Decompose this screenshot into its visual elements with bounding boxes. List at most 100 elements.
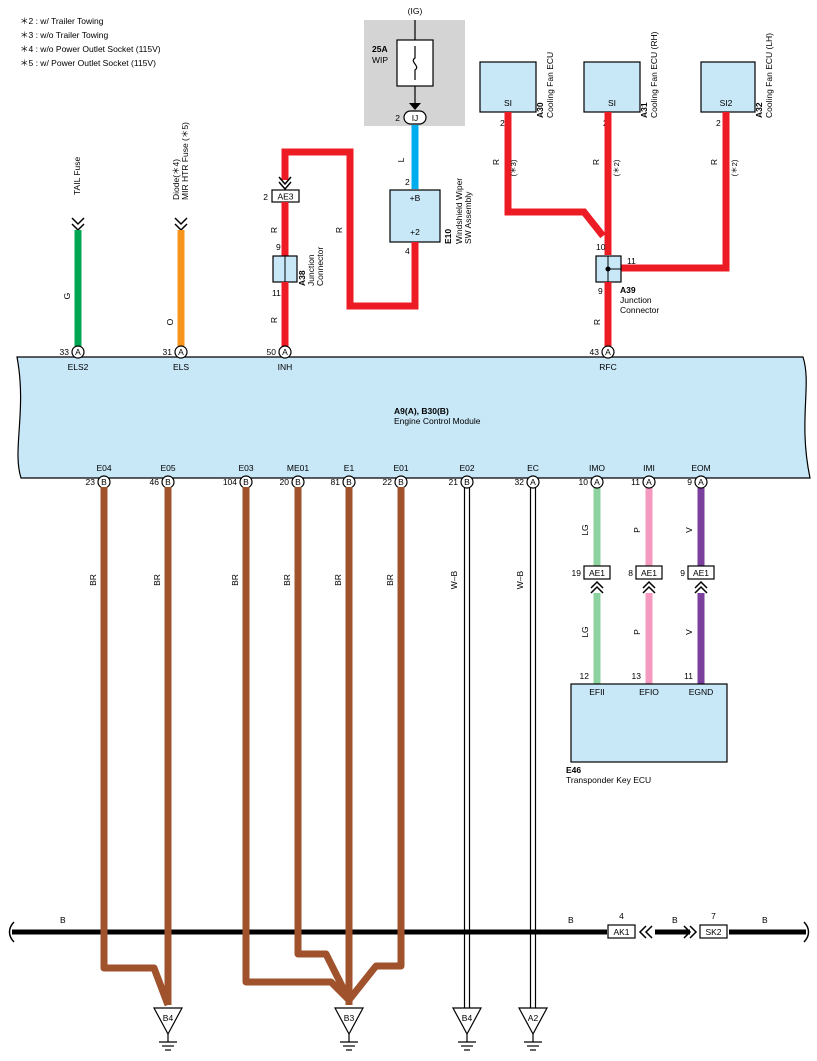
pin-circle	[460, 475, 474, 489]
ecm-pin-number: 9	[687, 477, 692, 487]
connector-ij-label: IJ	[412, 113, 419, 123]
ground-triangle	[333, 1007, 365, 1036]
wire-label-br: BR	[385, 574, 395, 586]
junction-dot-icon	[605, 266, 611, 272]
fan-name: Cooling Fan ECU	[545, 52, 555, 118]
plug-icon	[638, 925, 653, 939]
connector-sk2-label: SK2	[705, 927, 721, 937]
ecm-pin-number: 50	[267, 347, 277, 357]
ecm-pin-number: 33	[60, 347, 70, 357]
pin-connector-letter: A	[282, 347, 288, 357]
pin-connector-letter: A	[698, 477, 704, 487]
transponder-term: EGND	[689, 687, 714, 697]
wire-label-g: G	[62, 293, 72, 300]
connector-ae1	[635, 565, 663, 580]
ecm-pin-number: 21	[449, 477, 459, 487]
ecm-pin-number: 104	[223, 477, 237, 487]
wire-label-o: O	[165, 318, 175, 325]
ecm-terminal: ELS2	[68, 362, 89, 372]
transponder-term: EFIO	[639, 687, 659, 697]
mir-fuse-label: MIR HTR Fuse (＊5)	[180, 122, 190, 200]
ecm-terminal: E1	[344, 463, 355, 473]
connector-sk2	[699, 924, 728, 939]
ecm-terminal: IMI	[643, 463, 655, 473]
wire-label-br: BR	[282, 574, 292, 586]
wiper-pin-top-num: 2	[405, 177, 410, 187]
bus-wire-label: B	[568, 915, 574, 925]
ground-merge-wires	[100, 487, 405, 1007]
wire-label-r: R	[491, 159, 501, 165]
transponder-pin: 11	[684, 671, 693, 681]
plug-icon	[590, 580, 604, 594]
a38-pin-top: 9	[276, 242, 281, 252]
pin-circle	[590, 475, 604, 489]
pin-connector-letter: B	[398, 477, 404, 487]
ae1-pin: 19	[572, 568, 582, 578]
ecm-bottom-pins: E04B23E05B46E03B104ME01B20E1B81E01B22E02…	[86, 463, 711, 489]
pin-circle	[694, 475, 708, 489]
ecm-terminal: E05	[160, 463, 175, 473]
pin-connector-letter: B	[464, 477, 470, 487]
wire-label-r: R	[269, 317, 279, 323]
wire-label: V	[684, 527, 694, 533]
note: ＊5 : w/ Power Outlet Socket (115V)	[20, 58, 156, 68]
connector-ij	[403, 110, 427, 125]
a39-pin-bottom: 9	[598, 286, 603, 296]
a39-id: A39	[620, 285, 636, 295]
fan-name: Cooling Fan ECU (RH)	[649, 31, 659, 118]
wire-label: V	[684, 629, 694, 635]
pin-circle	[601, 345, 615, 359]
plug-icon	[694, 580, 708, 594]
connector-ae1-label: AE1	[641, 568, 657, 578]
ecm-name: Engine Control Module	[394, 416, 481, 426]
transponder-box	[570, 683, 728, 763]
ecm-pin-number: 11	[631, 477, 640, 487]
wiper-name-2: SW Assembly	[463, 191, 473, 244]
fuse-block: (IG) 25A WIP IJ 2	[364, 6, 465, 126]
junction-a39: 10 11 9 A39 Junction Connector	[595, 242, 659, 315]
wiper-pin-2: +2	[410, 227, 420, 237]
fuse-name: WIP	[372, 55, 388, 65]
pin-connector-letter: B	[295, 477, 301, 487]
pin-connector-letter: B	[101, 477, 107, 487]
wire-label: LG	[580, 626, 590, 637]
ecm-terminal: EOM	[691, 463, 710, 473]
plug-icon	[71, 217, 85, 232]
ground-label: B3	[344, 1013, 355, 1023]
ecm-pin-number: 20	[280, 477, 290, 487]
transponder-pin: 13	[632, 671, 642, 681]
wiper-switch: 2 +B +2 4 E10 Windshield Wiper SW Assemb…	[389, 177, 473, 256]
fan-id: A31	[639, 102, 649, 118]
wiper-name-1: Windshield Wiper	[454, 178, 464, 244]
plug-icon	[642, 580, 656, 594]
ecm-terminal: E01	[393, 463, 408, 473]
wire-label-r: R	[334, 227, 344, 233]
ecm-terminal: IMO	[589, 463, 605, 473]
wire-label-wb: W–B	[449, 570, 459, 589]
fan-pin: 2	[500, 118, 505, 128]
bus-wire-label: B	[762, 915, 768, 925]
fan-ecu-a30: SI 2 A30 Cooling Fan ECU	[479, 52, 555, 128]
ecm-terminal: RFC	[599, 362, 616, 372]
engine-control-module: A9(A), B30(B) Engine Control Module	[16, 356, 811, 479]
note: ＊2 : w/ Trailer Towing	[20, 16, 104, 26]
ecm-terminal: INH	[278, 362, 293, 372]
wire-note: (＊2)	[730, 159, 739, 176]
pin-connector-letter: B	[243, 477, 249, 487]
fan-ecu-a31: SI 2 A31 Cooling Fan ECU (RH)	[583, 31, 659, 128]
fan-ecu-box	[583, 61, 641, 113]
ecm-terminal: E02	[459, 463, 474, 473]
a38-id: A38	[297, 270, 307, 286]
connector-ae1	[687, 565, 715, 580]
pin-circle	[71, 345, 85, 359]
arrow-down-icon	[409, 103, 421, 110]
a39-pin-right: 11	[627, 256, 636, 266]
wiper-pin-bottom-num: 4	[405, 246, 410, 256]
tail-fuse-label: TAIL Fuse	[72, 156, 82, 195]
a38-name-2: Connector	[315, 247, 325, 286]
ground-label: A2	[528, 1013, 539, 1023]
pin-circle	[278, 345, 292, 359]
wiper-pin-b: +B	[410, 193, 421, 203]
